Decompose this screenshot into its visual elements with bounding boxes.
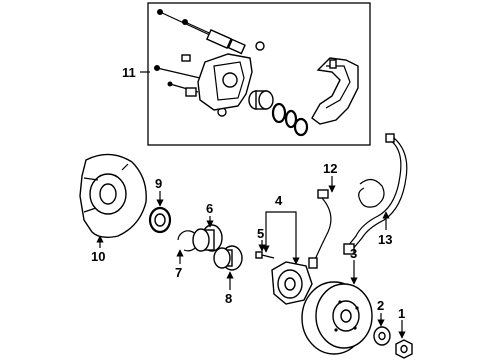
wheel-bearing: [192, 224, 223, 252]
dust-shield: [79, 153, 147, 239]
caliper-mounting-bracket: [311, 57, 359, 125]
axle-washer: [373, 326, 391, 346]
caliper-kit-box: [147, 2, 371, 146]
abs-sensor-wire: [343, 133, 408, 255]
leader-lines: [96, 71, 406, 339]
axle-nut: [395, 339, 413, 359]
caliper-kit-group: [147, 2, 371, 146]
wheel-hub: [271, 261, 313, 305]
caliper-piston-seals: [248, 90, 309, 137]
callout-1: 1: [398, 306, 405, 321]
callout-labels: 1 2 3 4 5 6 7 8 9 10 11 12 13: [91, 65, 405, 321]
wheel-stud: [255, 251, 275, 259]
grease-seal: [148, 206, 172, 234]
callout-7: 7: [175, 265, 182, 280]
callout-9: 9: [155, 176, 162, 191]
inner-bearing: [213, 245, 243, 271]
callout-11: 11: [122, 65, 136, 80]
caliper-guide-bolts: [157, 9, 265, 55]
callout-2: 2: [377, 298, 384, 313]
callout-10: 10: [91, 249, 105, 264]
callout-5: 5: [257, 226, 264, 241]
brake-hose: [308, 189, 332, 269]
callout-12: 12: [323, 161, 337, 176]
callout-6: 6: [206, 201, 213, 216]
caliper-mount-bolts: [154, 54, 227, 117]
callout-3: 3: [350, 246, 357, 261]
brake-rotor: [301, 281, 373, 355]
callout-8: 8: [225, 291, 232, 306]
callout-13: 13: [378, 232, 392, 247]
callout-4: 4: [275, 193, 283, 208]
